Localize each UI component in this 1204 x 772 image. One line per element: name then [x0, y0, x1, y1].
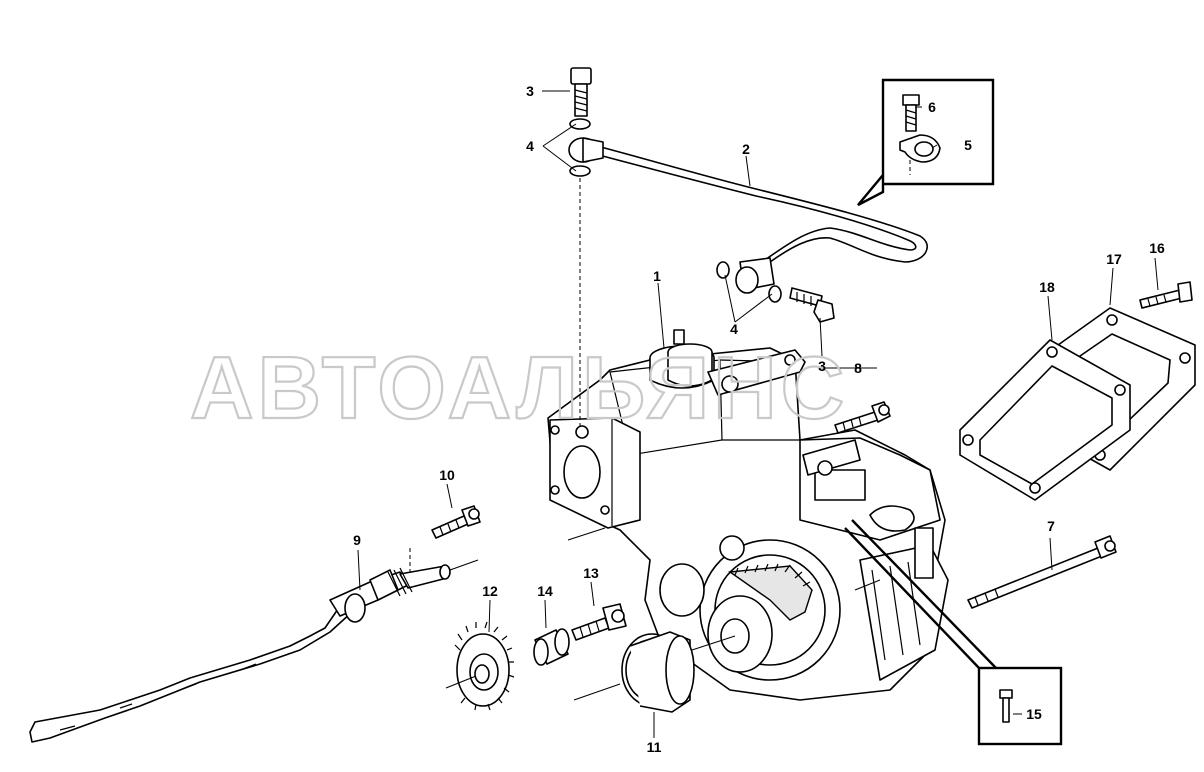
callout-15: 15 [1026, 706, 1042, 722]
callout-4-top: 4 [526, 138, 534, 154]
banjo-bolt-right [716, 261, 835, 323]
callout-14: 14 [537, 583, 553, 599]
long-bolt-7 [967, 535, 1117, 609]
callout-10: 10 [439, 467, 455, 483]
callout-17: 17 [1106, 251, 1122, 267]
seal-ring-11 [573, 631, 736, 713]
callout-6: 6 [928, 99, 936, 115]
bolt-13 [571, 603, 627, 641]
callout-4-right: 4 [730, 321, 738, 337]
callout-7: 7 [1047, 518, 1055, 534]
callout-12: 12 [482, 583, 498, 599]
callout-5: 5 [964, 137, 972, 153]
bolt-15-inset [844, 519, 1063, 746]
banjo-bolt-top [569, 67, 592, 428]
callout-16: 16 [1149, 240, 1165, 256]
callout-leaders [357, 90, 1159, 738]
clamp-detail-inset [857, 78, 995, 207]
sleeve-14 [533, 628, 570, 666]
fuel-pipe [568, 137, 928, 294]
cover-gasket-18 [959, 339, 1131, 501]
callout-9: 9 [353, 532, 361, 548]
bolt-8 [834, 401, 891, 434]
callout-18: 18 [1039, 279, 1055, 295]
watermark: АВТОАЛЬЯНС [190, 338, 848, 437]
bolt-16 [1139, 281, 1193, 309]
gear-12 [445, 621, 515, 711]
callout-8: 8 [854, 360, 862, 376]
callout-3-right: 3 [818, 358, 826, 374]
callout-3-top: 3 [526, 83, 534, 99]
sensor-9 [29, 548, 479, 743]
callout-11: 11 [647, 739, 662, 755]
callout-13: 13 [583, 565, 599, 581]
callout-2: 2 [742, 141, 750, 157]
bolt-10 [431, 505, 481, 539]
pump-housing [547, 329, 949, 701]
callout-1: 1 [653, 268, 661, 284]
callout-labels: 1 2 3 3 4 4 5 6 7 8 9 10 11 12 13 14 15 … [353, 83, 1165, 755]
